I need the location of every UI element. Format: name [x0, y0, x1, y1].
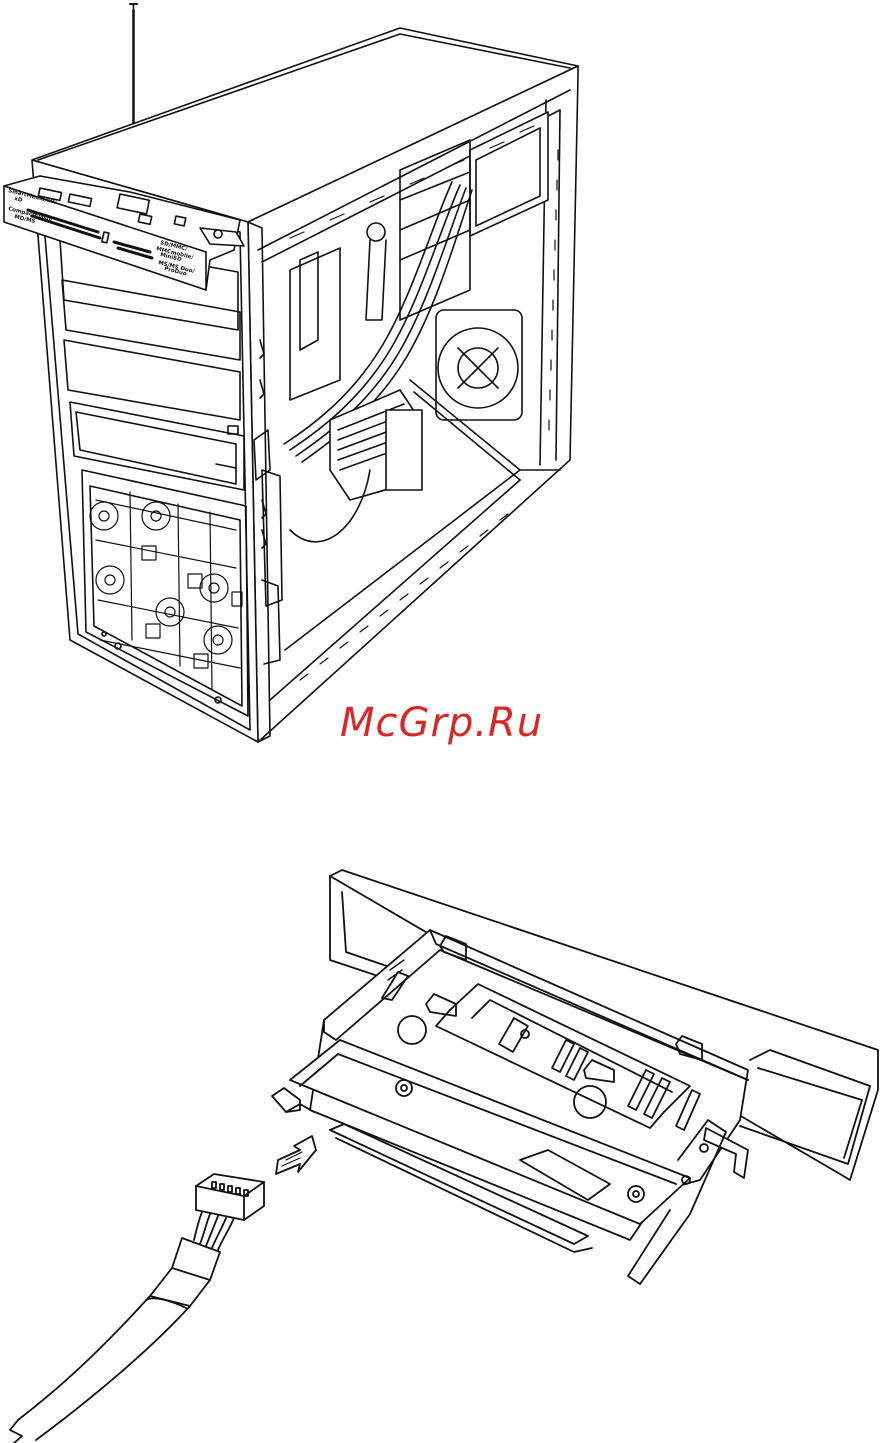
computer-case-illustration: SmartMedia/xD/ xD CompactFlash/ MD/MS SD…: [0, 0, 883, 760]
watermark-logo: McGrp.Ru: [340, 700, 543, 746]
usb-header-connector: [194, 1174, 264, 1250]
card-reader-bracket-illustration: [0, 860, 883, 1443]
direction-arrow-icon: [276, 1136, 316, 1174]
cable: [10, 1238, 220, 1443]
